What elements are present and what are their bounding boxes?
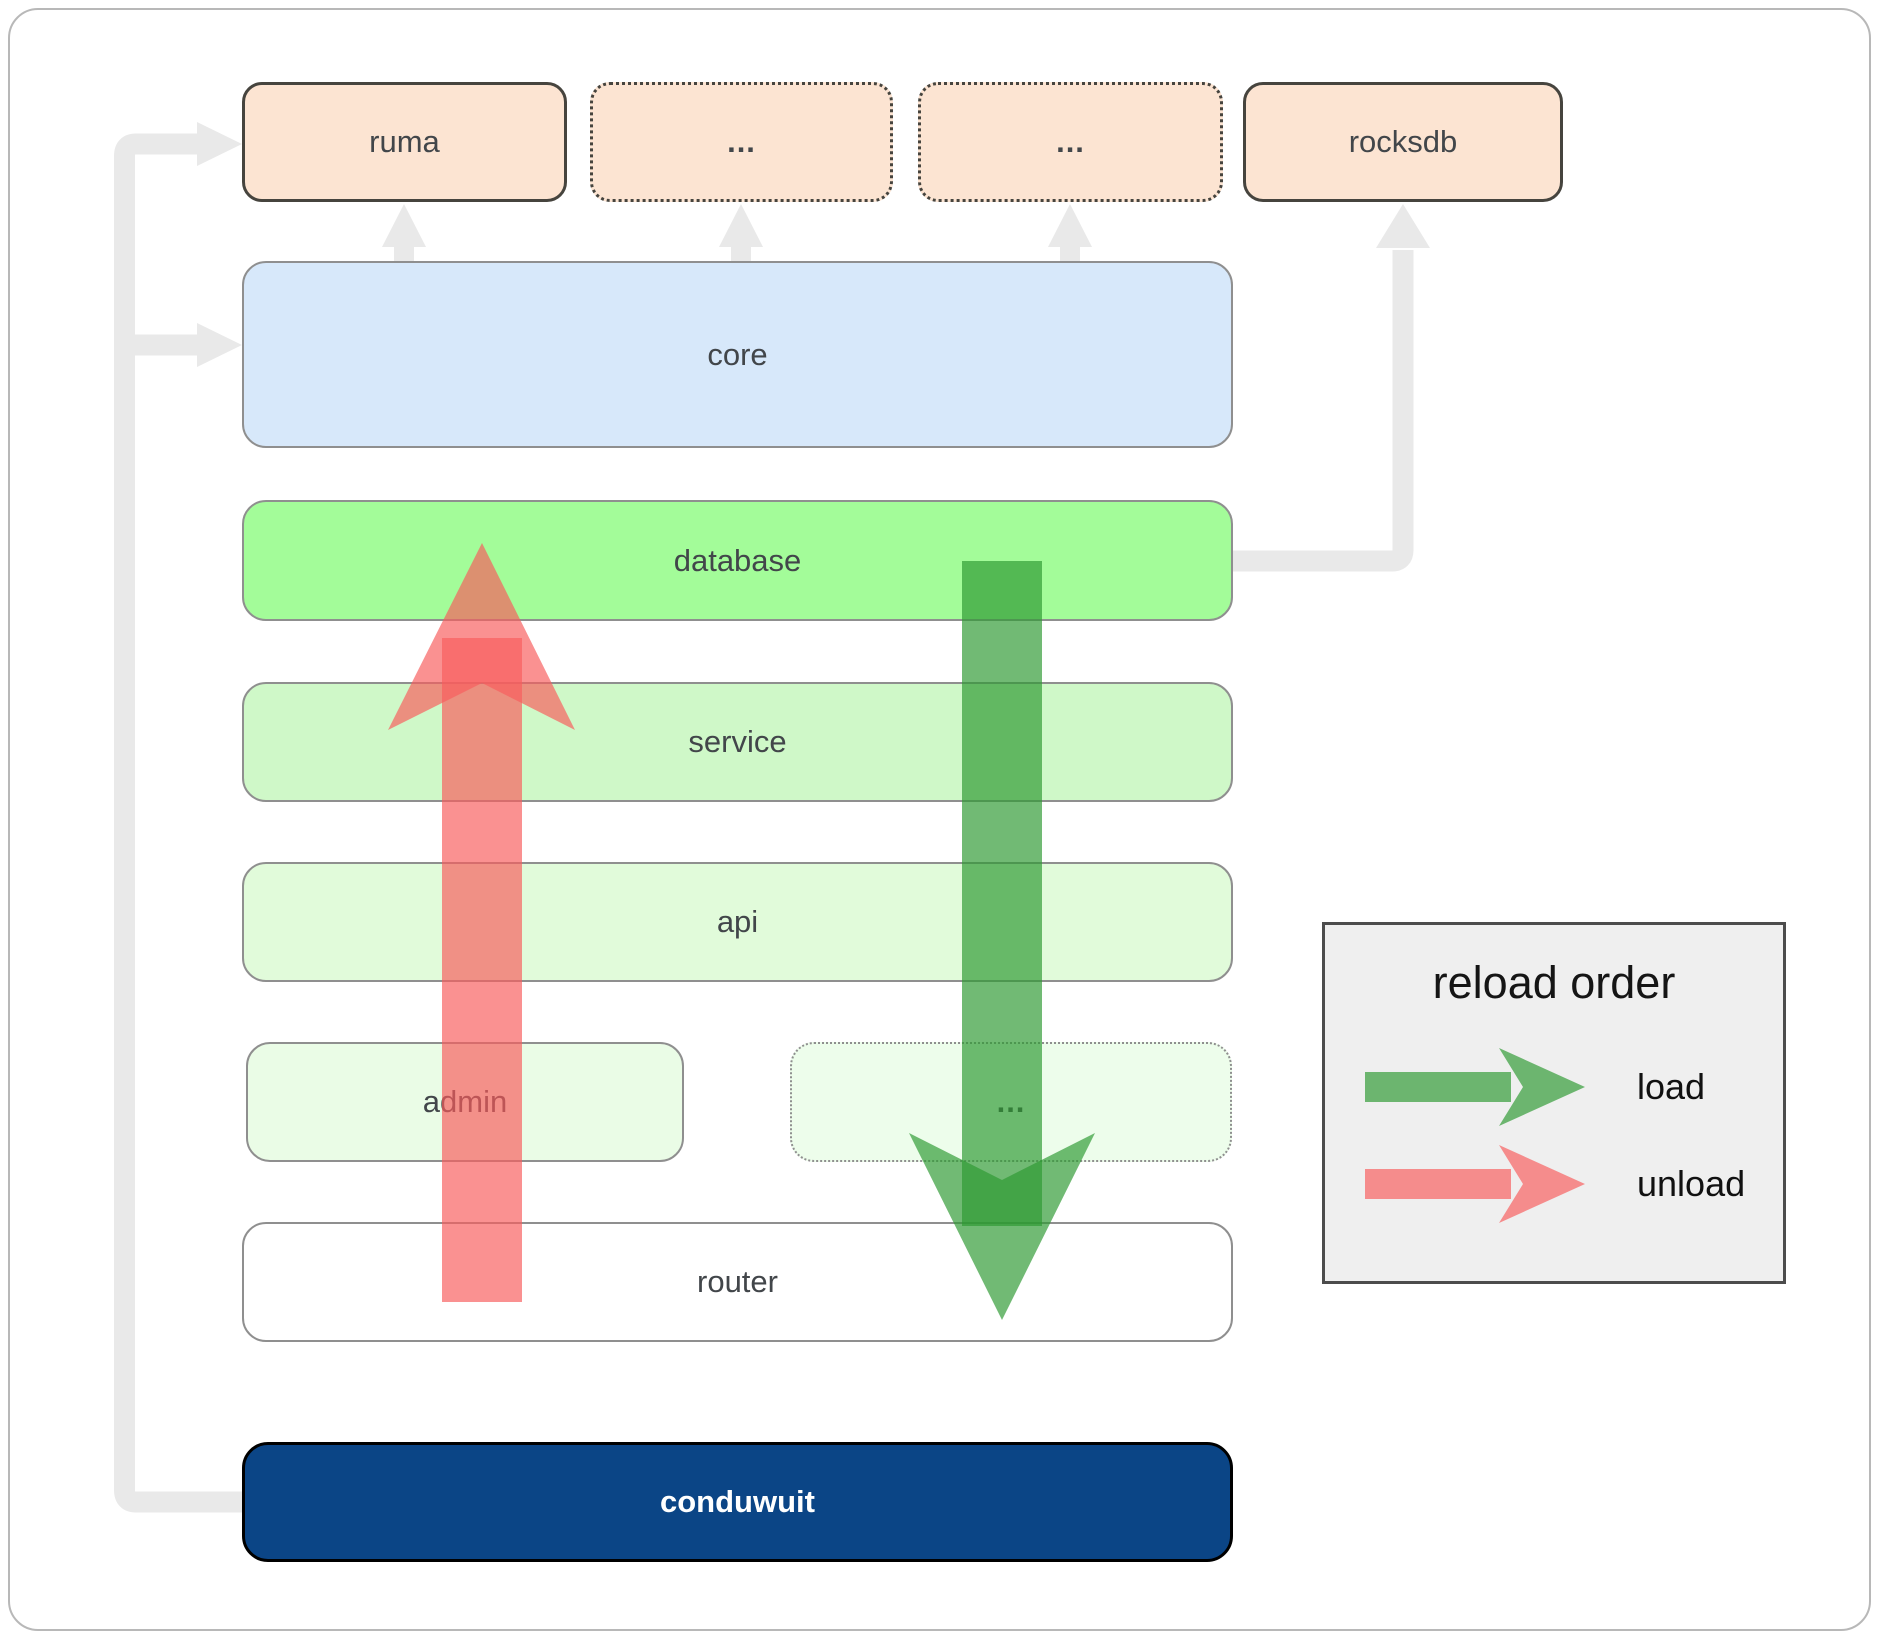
node-service: service	[242, 682, 1233, 802]
legend-title: reload order	[1432, 957, 1676, 1008]
node-other-crates: ...	[790, 1042, 1232, 1162]
load-arrow-icon	[1365, 1048, 1585, 1126]
node-api: api	[242, 862, 1233, 982]
node-other-crates-label: ...	[996, 1084, 1026, 1119]
unload-arrow-icon	[1365, 1145, 1585, 1223]
node-rocksdb-label: rocksdb	[1348, 124, 1458, 159]
node-router-label: router	[697, 1264, 778, 1299]
node-router: router	[242, 1222, 1233, 1342]
node-other-deps-1: ...	[590, 82, 893, 202]
node-rocksdb: rocksdb	[1243, 82, 1563, 202]
node-conduwuit-label: conduwuit	[660, 1484, 815, 1519]
node-service-label: service	[688, 724, 787, 759]
legend-unload-label: unload	[1637, 1163, 1746, 1204]
node-other-deps-1-label: ...	[727, 124, 756, 159]
legend-reload-order: reload order load unload	[1322, 922, 1786, 1284]
node-core: core	[242, 261, 1233, 448]
node-database: database	[242, 500, 1233, 621]
node-other-deps-2-label: ...	[1056, 124, 1085, 159]
node-api-label: api	[716, 904, 759, 939]
node-ruma-label: ruma	[369, 124, 440, 159]
node-admin-label: admin	[422, 1084, 508, 1119]
node-database-label: database	[673, 542, 802, 578]
node-core-label: core	[707, 336, 768, 372]
node-conduwuit: conduwuit	[242, 1442, 1233, 1562]
legend-item-load: load	[1353, 1042, 1763, 1132]
node-ruma: ruma	[242, 82, 567, 202]
node-other-deps-2: ...	[918, 82, 1223, 202]
node-admin: admin	[246, 1042, 684, 1162]
outer-frame	[8, 8, 1871, 1631]
legend-item-unload: unload	[1353, 1139, 1763, 1229]
legend-load-label: load	[1637, 1066, 1706, 1107]
